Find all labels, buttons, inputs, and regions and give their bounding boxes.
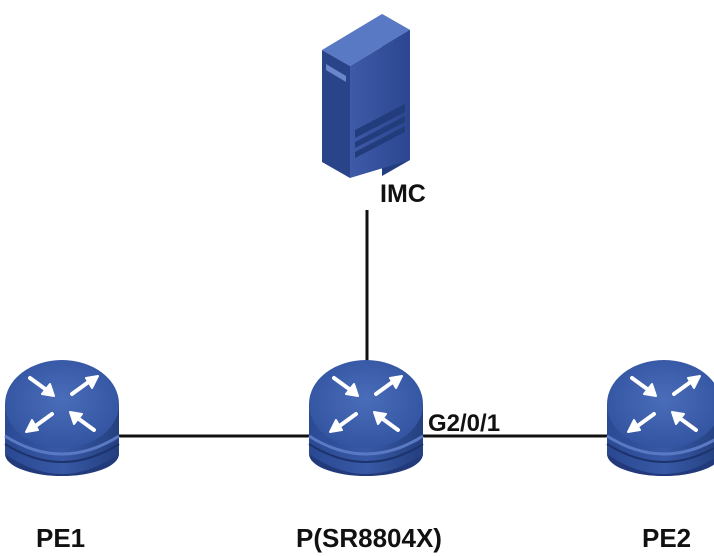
router-pe1 — [3, 358, 121, 478]
interface-label: G2/0/1 — [428, 410, 500, 437]
router-icon — [605, 358, 714, 478]
router-p — [307, 358, 425, 478]
router-pe2 — [605, 358, 714, 478]
router-icon — [307, 358, 425, 478]
p-router-label: P(SR8804X) — [296, 523, 442, 553]
pe1-label: PE1 — [36, 523, 85, 553]
server-icon — [322, 14, 410, 178]
server-label: IMC — [380, 180, 426, 208]
pe2-label: PE2 — [642, 523, 691, 553]
router-icon — [3, 358, 121, 478]
